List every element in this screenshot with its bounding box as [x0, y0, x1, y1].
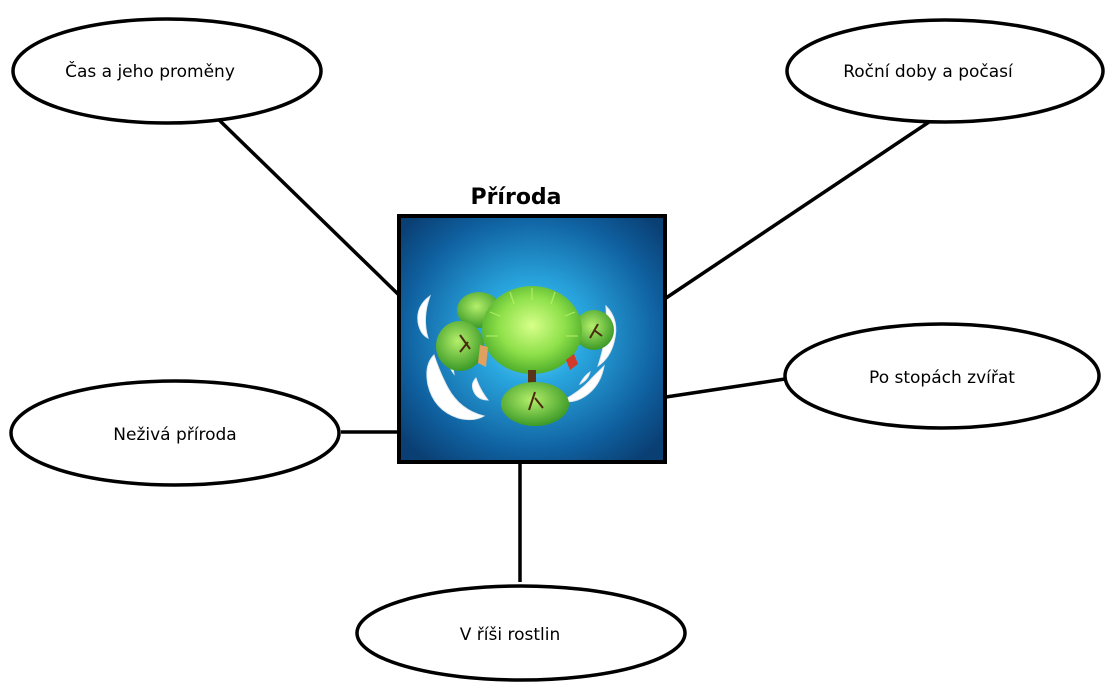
connector-rocni — [665, 116, 936, 300]
node-cas-label: Čas a jeho proměny — [65, 60, 235, 82]
node-cas-ellipse — [11, 17, 323, 125]
connector-cas — [213, 114, 402, 298]
node-rocni-ellipse — [785, 18, 1105, 124]
node-rocni-label: Roční doby a počasí — [843, 62, 1014, 82]
node-neziva-label: Neživá příroda — [113, 425, 236, 445]
center-title: Příroda — [470, 185, 561, 210]
node-rocni[interactable]: Roční doby a počasí — [785, 18, 1105, 124]
node-rostliny[interactable]: V říši rostlin — [355, 584, 687, 682]
center-node[interactable] — [397, 214, 667, 464]
node-rostliny-ellipse — [355, 584, 687, 682]
node-stopy-label: Po stopách zvířat — [869, 368, 1015, 388]
node-stopy-ellipse — [783, 322, 1101, 430]
node-cas[interactable]: Čas a jeho proměny — [11, 17, 323, 125]
node-neziva-ellipse — [9, 379, 341, 487]
connectors — [213, 114, 936, 582]
node-neziva[interactable]: Neživá příroda — [9, 379, 341, 487]
connector-stopy — [665, 377, 786, 399]
node-rostliny-label: V říši rostlin — [460, 625, 561, 645]
globe-with-trees-illustration — [417, 286, 617, 426]
node-stopy[interactable]: Po stopách zvířat — [783, 322, 1101, 430]
